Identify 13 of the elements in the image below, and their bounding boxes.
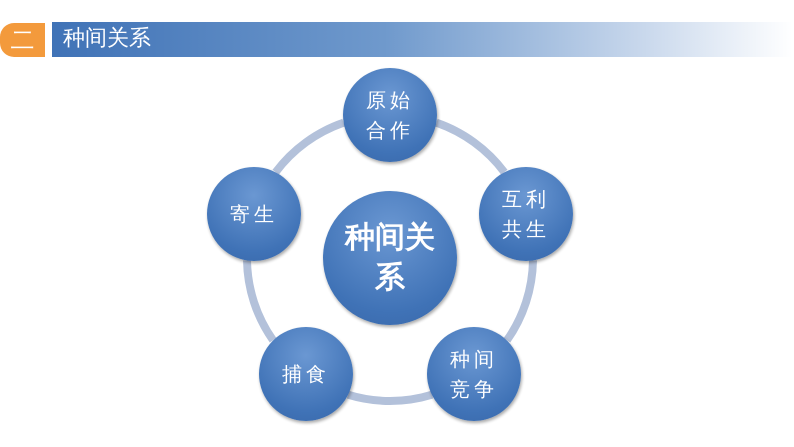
ring-arc [243, 260, 276, 342]
relation-circle: 互利共生 [479, 166, 573, 261]
number-tab: 二 [0, 23, 45, 57]
relation-circle: 种间竞争 [427, 326, 522, 421]
title: 种间关系 [63, 25, 151, 53]
ring-arc [272, 119, 346, 175]
center-circle: 种间关系 [323, 191, 457, 325]
relation-circle: 寄生 [206, 166, 301, 261]
ring-arc [504, 260, 537, 342]
ring-arc [434, 119, 508, 175]
relation-circle: 原始合作 [343, 68, 437, 162]
relation-circle: 捕食 [258, 326, 353, 421]
ring-arc [347, 390, 433, 405]
